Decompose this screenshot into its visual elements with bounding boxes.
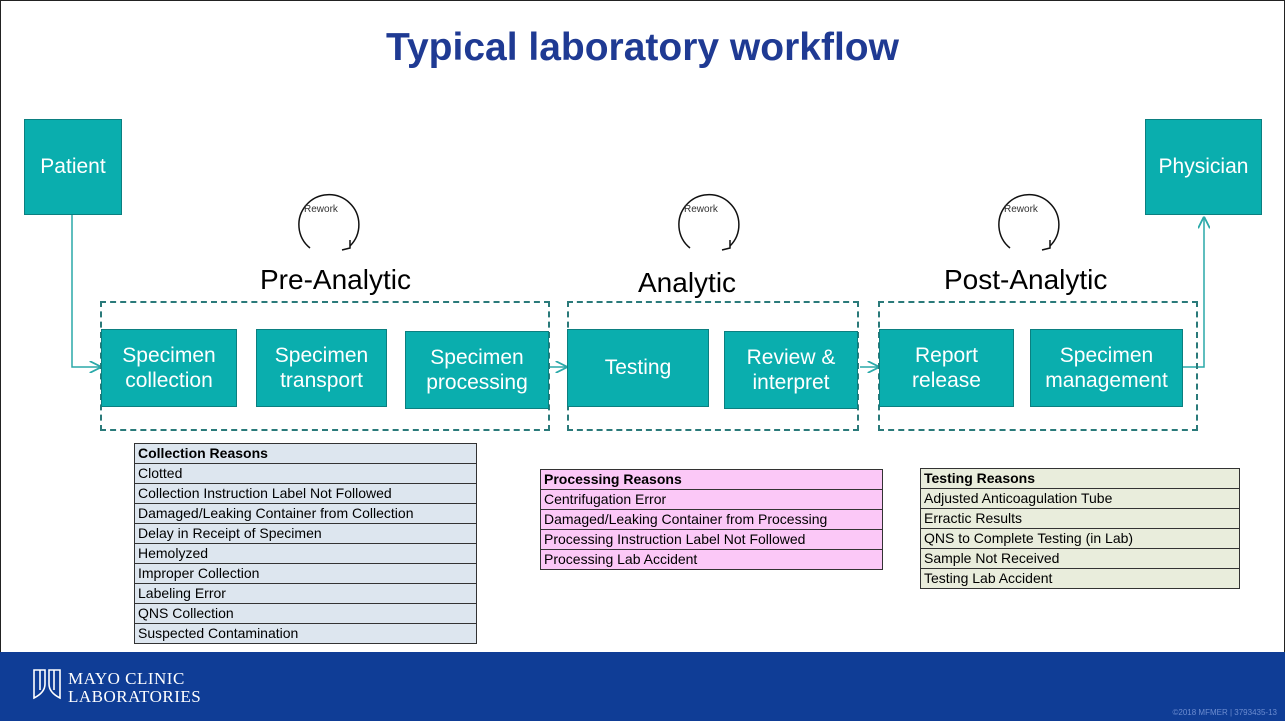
table-row: Adjusted Anticoagulation Tube — [920, 488, 1240, 509]
table-row: Erractic Results — [920, 508, 1240, 529]
phase-label-post-analytic: Post-Analytic — [944, 264, 1108, 295]
step-specimen-management: Specimen management — [1030, 329, 1183, 407]
step-specimen-collection: Specimen collection — [101, 329, 237, 407]
table-row: Improper Collection — [134, 563, 477, 584]
mayo-shields-icon — [33, 669, 61, 700]
table-row: Clotted — [134, 463, 477, 484]
table-row: Damaged/Leaking Container from Processin… — [540, 509, 883, 530]
table-header: Processing Reasons — [540, 469, 883, 490]
collection-reasons-table: Collection Reasons Clotted Collection In… — [134, 443, 477, 644]
table-row: QNS Collection — [134, 603, 477, 624]
table-row: Labeling Error — [134, 583, 477, 604]
logo-line-1: MAYO CLINIC — [68, 669, 185, 688]
table-row: Centrifugation Error — [540, 489, 883, 510]
patient-to-collection-arrow — [71, 215, 100, 367]
rework-loop-icon-post — [998, 193, 1060, 251]
phase-label-pre-analytic: Pre-Analytic — [260, 264, 411, 295]
table-row: Delay in Receipt of Specimen — [134, 523, 477, 544]
rework-label-analytic: Rework — [684, 204, 718, 215]
slide-title: Typical laboratory workflow — [386, 26, 899, 69]
rework-label-post: Rework — [1004, 204, 1038, 215]
rework-loop-icon-analytic — [678, 193, 740, 251]
step-review-interpret: Review & interpret — [724, 331, 858, 409]
table-row: Processing Instruction Label Not Followe… — [540, 529, 883, 550]
table-row: Collection Instruction Label Not Followe… — [134, 483, 477, 504]
management-to-physician-arrow — [1183, 218, 1204, 368]
step-specimen-processing: Specimen processing — [405, 331, 549, 409]
patient-box: Patient — [24, 119, 122, 215]
physician-box: Physician — [1145, 119, 1262, 215]
processing-reasons-table: Processing Reasons Centrifugation Error … — [540, 469, 883, 570]
table-row: Hemolyzed — [134, 543, 477, 564]
step-testing: Testing — [567, 329, 709, 407]
rework-label-pre: Rework — [304, 204, 338, 215]
table-header: Testing Reasons — [920, 468, 1240, 489]
phase-label-analytic: Analytic — [638, 267, 737, 298]
step-specimen-transport: Specimen transport — [256, 329, 387, 407]
logo-line-2: LABORATORIES — [68, 687, 202, 706]
table-row: QNS to Complete Testing (in Lab) — [920, 528, 1240, 549]
rework-loop-icon-pre — [298, 193, 360, 251]
table-row: Processing Lab Accident — [540, 549, 883, 570]
flow-connectors — [71, 193, 1285, 652]
table-header: Collection Reasons — [134, 443, 477, 464]
testing-reasons-table: Testing Reasons Adjusted Anticoagulation… — [920, 468, 1240, 589]
step-report-release: Report release — [879, 329, 1014, 407]
table-row: Suspected Contamination — [134, 623, 477, 644]
footer-logo-text: MAYO CLINIC LABORATORIES — [68, 670, 201, 706]
footer-bar: MAYO CLINIC LABORATORIES ©2018 MFMER | 3… — [0, 652, 1285, 721]
table-row: Testing Lab Accident — [920, 568, 1240, 589]
table-row: Damaged/Leaking Container from Collectio… — [134, 503, 477, 524]
copyright-text: ©2018 MFMER | 3793435-13 — [1172, 708, 1277, 717]
table-row: Sample Not Received — [920, 548, 1240, 569]
